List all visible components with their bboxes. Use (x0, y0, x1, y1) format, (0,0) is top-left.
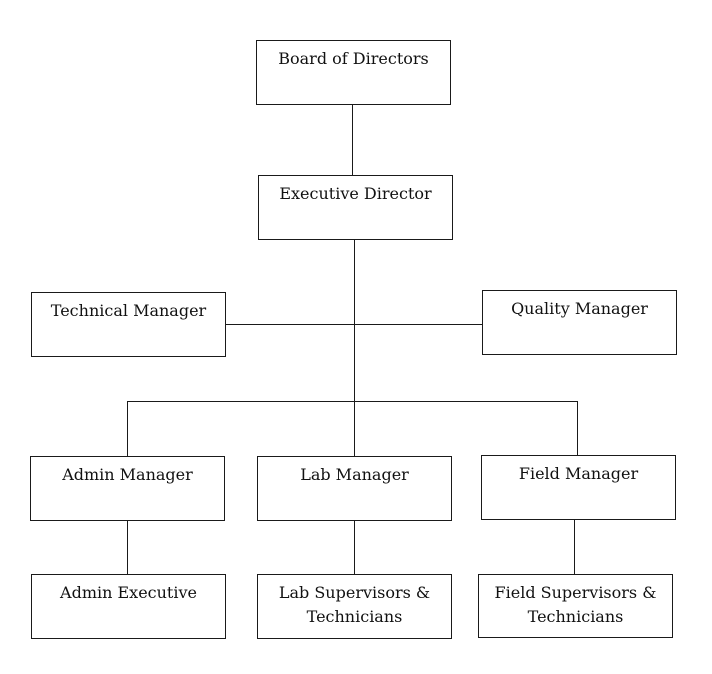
node-label-line-1: Field Supervisors & (494, 583, 657, 602)
connector-board-executive (352, 104, 353, 175)
node-label: Quality Manager (511, 299, 648, 318)
node-label: Executive Director (279, 184, 432, 203)
connector-admin-manager (127, 401, 128, 456)
connector-field-staff (574, 519, 575, 574)
node-label: Board of Directors (278, 49, 429, 68)
node-label-line-2: Technicians (527, 607, 624, 626)
node-lab-manager: Lab Manager (257, 456, 452, 521)
connector-field-manager (577, 401, 578, 456)
node-board-of-directors: Board of Directors (256, 40, 451, 105)
node-label-line-1: Lab Supervisors & (278, 583, 431, 602)
connector-admin-executive (127, 520, 128, 574)
node-executive-director: Executive Director (258, 175, 453, 240)
node-admin-executive: Admin Executive (31, 574, 226, 639)
node-label: Technical Manager (50, 301, 207, 320)
node-label: Lab Manager (300, 465, 409, 484)
connector-technical-quality (226, 324, 482, 325)
connector-manager-bar (127, 401, 578, 402)
node-field-supervisors-technicians: Field Supervisors & Technicians (478, 574, 673, 638)
node-label: Field Manager (518, 464, 639, 483)
node-label-line-2: Technicians (306, 607, 403, 626)
node-field-manager: Field Manager (481, 455, 676, 520)
node-label: Admin Manager (62, 465, 193, 484)
node-label: Admin Executive (60, 583, 197, 602)
connector-lab-manager (354, 401, 355, 456)
node-lab-supervisors-technicians: Lab Supervisors & Technicians (257, 574, 452, 639)
node-quality-manager: Quality Manager (482, 290, 677, 355)
connector-lab-staff (354, 520, 355, 574)
connector-executive-trunk (354, 240, 355, 402)
node-technical-manager: Technical Manager (31, 292, 226, 357)
node-admin-manager: Admin Manager (30, 456, 225, 521)
